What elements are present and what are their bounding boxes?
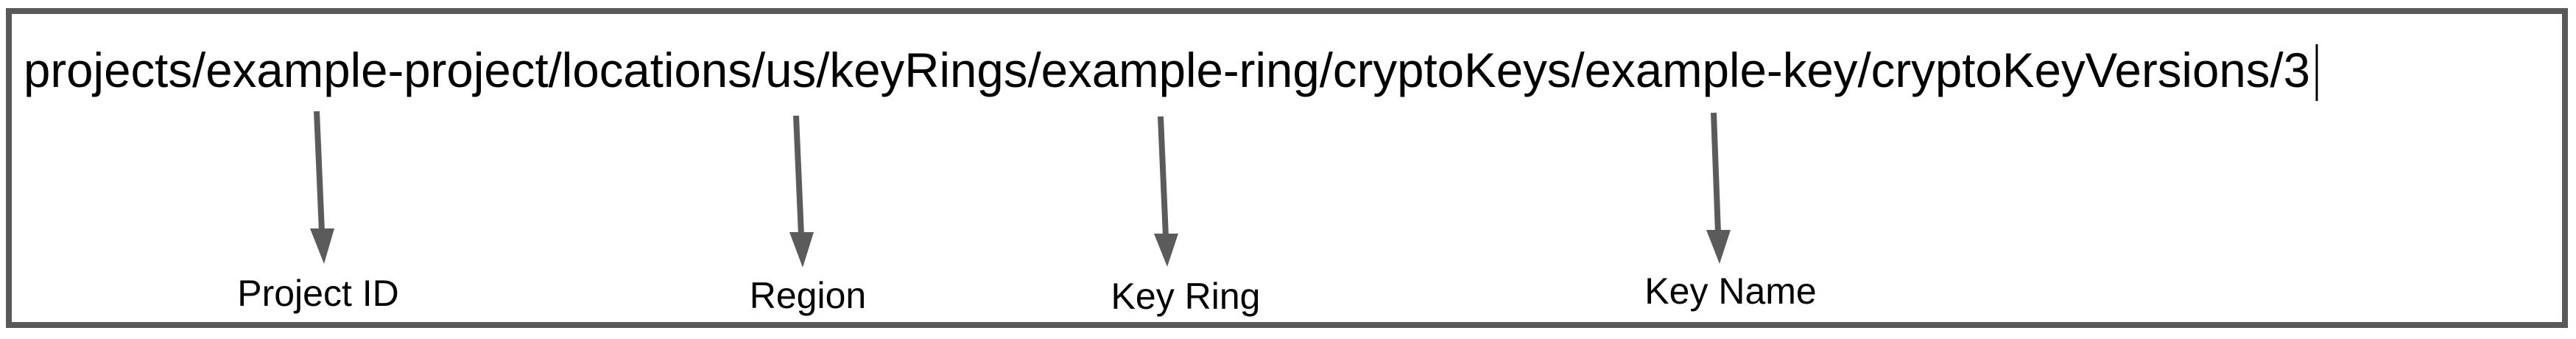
container-box-border	[6, 8, 2568, 328]
arrow-key-name	[1706, 112, 1731, 264]
arrow-key-name-head	[1706, 230, 1731, 264]
resource-path-text: projects/example-project/locations/us/ke…	[24, 43, 2310, 97]
arrow-project-id	[310, 111, 334, 264]
arrow-project-id-shaft	[314, 111, 325, 232]
arrow-project-id-head	[310, 228, 334, 264]
arrow-key-ring	[1154, 116, 1178, 267]
label-key-name: Key Name	[1644, 270, 1816, 312]
arrow-region	[789, 115, 814, 268]
arrow-key-ring-shaft	[1158, 116, 1169, 237]
label-key-ring: Key Ring	[1111, 276, 1261, 317]
arrow-region-head	[789, 232, 814, 268]
arrow-key-ring-head	[1154, 234, 1178, 267]
label-region: Region	[750, 275, 866, 316]
arrow-key-name-shaft	[1711, 112, 1721, 234]
label-project-id: Project ID	[237, 273, 399, 314]
arrow-region-shaft	[793, 115, 804, 236]
